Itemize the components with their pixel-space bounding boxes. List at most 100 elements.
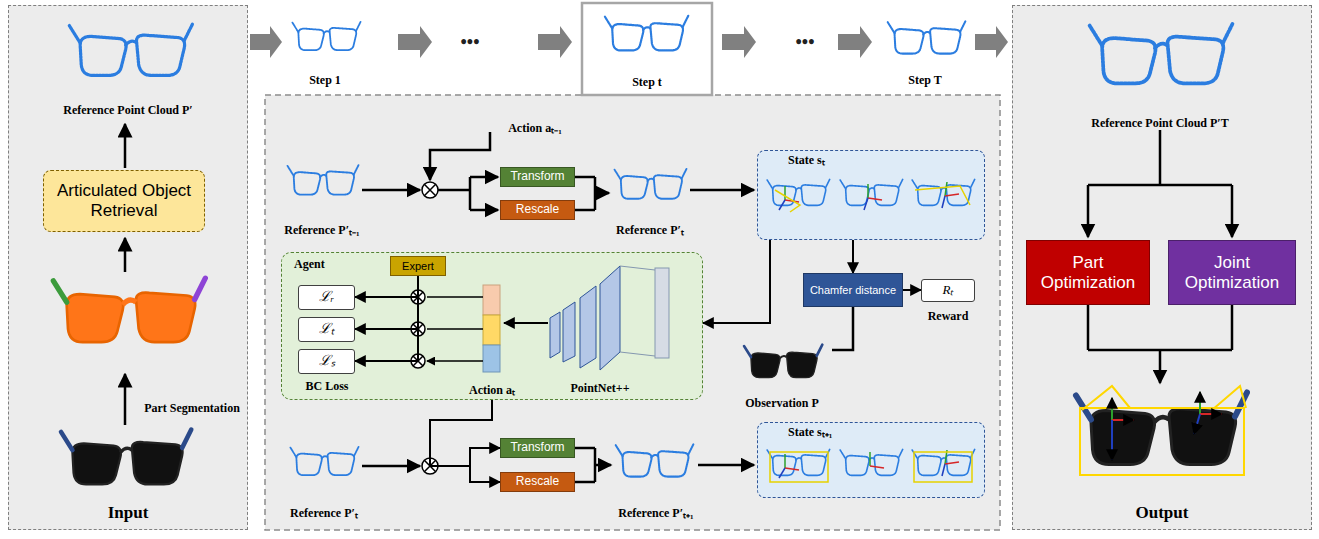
illustration-part — [1090, 23, 1233, 83]
illustration-part — [690, 189, 754, 192]
illustration-part — [767, 179, 830, 205]
figure-label: Reference P′ₜ₊₁ — [618, 506, 693, 520]
label-holder: Action aₜ — [469, 380, 515, 398]
illustration-part — [424, 184, 435, 195]
illustration-part — [757, 422, 985, 498]
figure-label: ••• — [796, 32, 815, 52]
figure-label: Step T — [908, 73, 941, 87]
illustration-part — [8, 5, 248, 530]
figure-label: Reference P′ₜ — [290, 506, 358, 520]
illustration-part — [1194, 414, 1200, 434]
illustration-part — [784, 454, 786, 468]
expert-box: Expert — [390, 256, 446, 276]
illustration-part — [600, 266, 620, 370]
illustration-part — [785, 468, 799, 470]
illustration-part — [945, 182, 947, 196]
figure-label: Reference P′ₜ₋₁ — [284, 223, 359, 237]
illustration-part — [1088, 305, 1232, 350]
illustration-part — [945, 462, 959, 464]
illustration-part — [945, 194, 959, 196]
figure-label: Reference Point Cloud P′ — [63, 103, 192, 117]
node-text: Rescale — [516, 475, 559, 489]
illustration-part — [438, 177, 470, 210]
panel-grounds — [8, 3, 1312, 530]
loss-box: ℒₛ — [298, 349, 355, 374]
output-panel: OutputPart OptimizationJoint Optimizatio… — [1012, 5, 1312, 530]
illustration-part — [1111, 398, 1113, 420]
figure-label: Step t — [632, 75, 662, 89]
label-holder: Reward — [928, 306, 969, 324]
illustration-part — [265, 95, 1000, 530]
illustration-part — [1112, 419, 1134, 421]
retrieval-box: Articulated Object Retrieval — [43, 170, 205, 232]
input-panel: Input Articulated Object Retrieval — [8, 5, 248, 530]
illustration-part — [744, 345, 822, 378]
illustration-part — [779, 200, 785, 210]
label-holder: Action aₜ₋₁ — [508, 118, 562, 136]
illustration-part — [975, 26, 1008, 58]
illustration-part — [61, 430, 191, 485]
illustration-part — [124, 374, 127, 425]
connector-arrow — [852, 240, 854, 273]
label-holder: Reference Point Cloud P′ — [63, 100, 192, 118]
node-text: Input — [108, 503, 149, 523]
illustration-part — [915, 186, 970, 205]
agent-box: AgentExpertℒᵣℒₜℒₛ — [281, 252, 703, 400]
node-text: Chamfer distance — [810, 284, 896, 297]
figure-label: Reward — [928, 309, 969, 323]
illustration-part — [698, 464, 754, 467]
illustration-part — [864, 198, 868, 210]
illustration-part — [288, 165, 359, 195]
illustration-part — [1200, 413, 1222, 415]
illustration-part — [575, 448, 595, 482]
node-text: Articulated Object Retrieval — [50, 181, 198, 220]
illustration-part — [483, 345, 500, 372]
illustration-part — [1087, 185, 1090, 237]
illustration-part — [784, 186, 786, 200]
flow-lines — [125, 124, 1232, 482]
label-holder: Observation P — [745, 393, 819, 411]
label-holder: Reference P′ₜ — [616, 220, 684, 238]
illustration-part — [290, 446, 358, 475]
figure-label: PointNet++ — [571, 381, 630, 395]
connector-arrow — [355, 276, 418, 297]
illustration-part — [430, 132, 490, 180]
transform-box: Transform — [500, 438, 575, 458]
figure-label: Part Segmentation — [144, 401, 240, 415]
node-text: Rₜ — [943, 283, 954, 298]
illustration-part — [770, 452, 828, 482]
figure-label: Step 1 — [309, 73, 341, 87]
illustration-part — [605, 15, 689, 50]
node-text: ℒₜ — [319, 321, 334, 337]
label-holder: Step 1 — [309, 70, 341, 88]
illustration-part — [838, 26, 872, 58]
pose-axes — [770, 182, 972, 482]
label-holder: Reference P′ₜ₊₁ — [618, 503, 693, 521]
illustration-part — [615, 168, 687, 198]
label-holder: Reference P′ₜ — [290, 503, 358, 521]
label-holder: BC Loss — [305, 376, 348, 394]
node-text: Transform — [510, 170, 564, 184]
connector-arrow — [355, 276, 418, 329]
node-text: Joint Optimization — [1174, 253, 1290, 292]
joint-optimization-box: Joint Optimization — [1168, 240, 1296, 305]
rescale-box: Rescale — [500, 472, 575, 492]
illustration-part — [362, 189, 420, 192]
illustration-part — [779, 468, 785, 478]
label-holder: PointNet++ — [571, 378, 630, 396]
illustration-part — [722, 26, 756, 58]
part-optimization-box: Part Optimization — [1026, 240, 1150, 305]
reward-box: Rₜ — [921, 279, 975, 302]
figure-label: BC Loss — [305, 379, 348, 393]
illustration-part — [869, 452, 871, 466]
illustration-part — [595, 464, 611, 467]
illustration-part — [942, 464, 945, 476]
illustration-part — [53, 278, 205, 342]
connector-arrow — [355, 276, 418, 361]
node-text: Rescale — [516, 203, 559, 217]
illustration-part — [1111, 420, 1113, 460]
node-text: Expert — [402, 260, 434, 273]
illustration-part — [550, 312, 560, 358]
connector-arrow — [703, 240, 770, 323]
